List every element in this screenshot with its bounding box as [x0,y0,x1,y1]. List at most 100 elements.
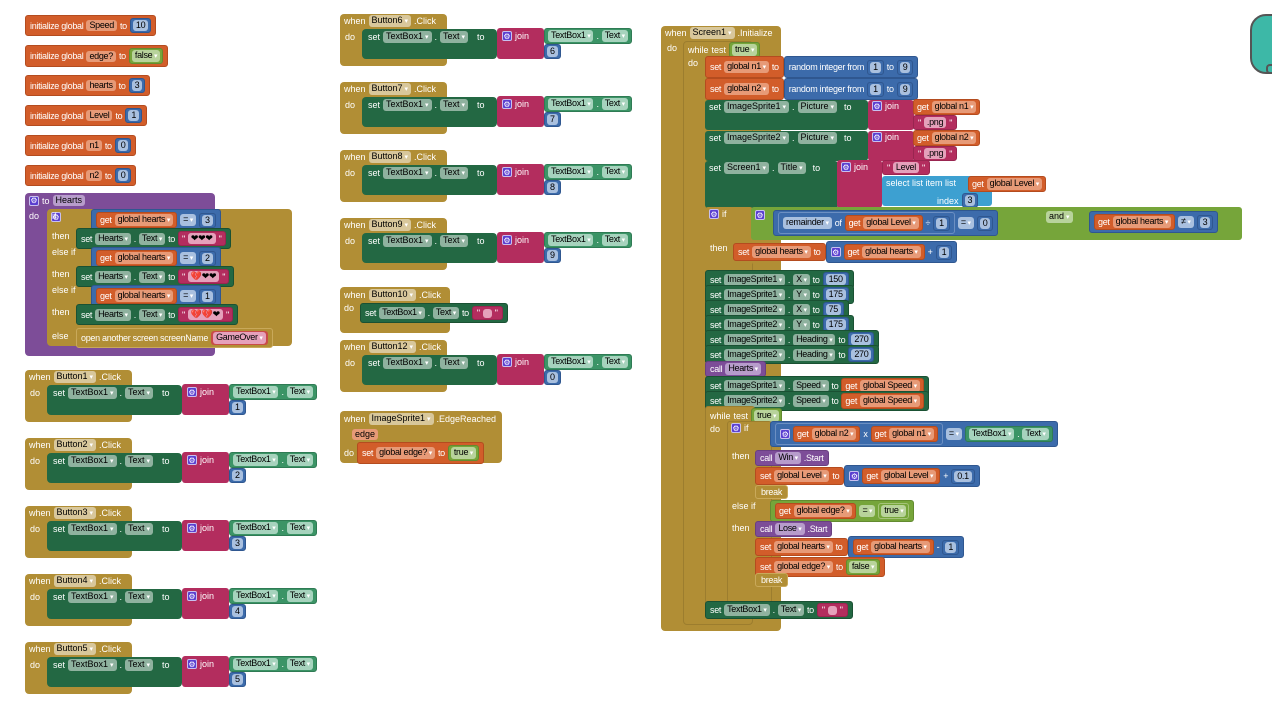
number-value[interactable]: 9 [899,83,911,95]
property-dropdown[interactable]: Speed [793,395,829,407]
variable-dropdown[interactable]: global Level [774,470,830,482]
operator-dropdown[interactable]: = [957,217,974,229]
variable-dropdown[interactable]: global edge? [774,561,833,573]
property-dropdown[interactable]: Y [793,288,810,301]
number-value[interactable]: 0 [979,217,991,229]
variable-dropdown[interactable]: global n2 [931,132,977,144]
textbox-text-getter[interactable]: TextBox1.Text [229,656,317,672]
then-label[interactable]: then [710,243,728,253]
number-value[interactable]: 8 [547,182,558,193]
number-value[interactable]: 1 [945,541,957,553]
level-text[interactable]: "Level" [882,160,930,175]
property-dropdown[interactable]: Text [777,604,804,616]
number-value[interactable]: 1 [936,217,947,229]
component-dropdown[interactable]: TextBox1 [68,387,117,399]
component-dropdown[interactable]: TextBox1 [548,166,594,178]
logic-dropdown[interactable]: and [1046,211,1073,223]
gear-icon[interactable]: ⚙ [502,99,512,109]
number-value[interactable]: 7 [547,114,558,125]
property-dropdown[interactable]: Text [138,308,166,321]
and-gear[interactable]: ⚙ [755,210,765,220]
operator-dropdown[interactable]: = [180,252,196,264]
number-value[interactable]: 0 [117,140,129,151]
component-dropdown[interactable]: ImageSprite1 [724,101,790,113]
gear-icon[interactable]: ⚙ [187,659,197,669]
number-value[interactable]: 1 [938,246,950,258]
operator-dropdown[interactable]: = [945,428,962,440]
number-value[interactable]: 3 [1199,216,1211,228]
component-dropdown[interactable]: Button4 [53,575,97,587]
gear-icon[interactable]: ⚙ [502,31,512,41]
number-block[interactable]: 1 [867,81,884,97]
boolean-dropdown[interactable]: true [450,447,477,459]
then-label[interactable]: then [52,231,70,241]
component-dropdown[interactable]: Button5 [53,643,97,655]
property-dropdown[interactable]: Picture [797,132,838,144]
remainder-compare[interactable]: remainderofgetglobal Level÷1=0 [773,210,999,236]
property-dropdown[interactable]: X [793,273,810,286]
else-if-label[interactable]: else if [732,501,756,511]
variable-name[interactable]: n1 [86,140,102,151]
gear-icon[interactable]: ⚙ [502,167,512,177]
component-dropdown[interactable]: Hearts [95,270,131,283]
component-dropdown[interactable]: TextBox1 [68,455,117,467]
property-dropdown[interactable]: Text [440,99,469,111]
property-dropdown[interactable]: Text [601,98,628,110]
number-value[interactable]: 270 [851,334,872,345]
number-value[interactable]: 75 [825,304,841,315]
number-block[interactable]: 3 [128,78,146,93]
component-dropdown[interactable]: TextBox1 [233,658,279,670]
trash-can-icon[interactable] [1250,14,1272,74]
number-value[interactable]: 0 [547,372,558,383]
gear-icon[interactable]: ⚙ [841,162,851,172]
number-block[interactable]: 3 [198,212,216,228]
boolean-dropdown[interactable]: true [732,44,758,56]
gear-icon[interactable]: ⚙ [709,209,719,219]
variable-name[interactable]: Speed [86,20,117,31]
component-dropdown[interactable]: TextBox1 [383,167,432,179]
component-dropdown[interactable]: TextBox1 [383,235,432,247]
then-label[interactable]: then [732,523,750,533]
variable-name[interactable]: edge? [86,50,116,62]
variable-dropdown[interactable]: global hearts [114,214,174,226]
variable-name[interactable]: hearts [86,80,116,91]
variable-dropdown[interactable]: global hearts [752,246,811,258]
component-dropdown[interactable]: TextBox1 [379,307,425,319]
component-dropdown[interactable]: ImageSprite1 [724,333,785,346]
component-dropdown[interactable]: Hearts [95,232,131,245]
component-dropdown[interactable]: Button3 [53,507,97,519]
property-dropdown[interactable]: Text [601,30,628,42]
component-dropdown[interactable]: TextBox1 [548,356,594,368]
else-label[interactable]: else [52,331,69,341]
boolean-dropdown[interactable]: true [754,410,780,422]
number-block[interactable]: 1 [933,215,950,231]
component-dropdown[interactable]: TextBox1 [383,31,432,43]
text-value[interactable]: ❤❤❤ [187,233,216,244]
textbox-text-getter[interactable]: TextBox1.Text [229,384,317,400]
textbox-text-getter[interactable]: TextBox1.Text [544,164,632,180]
